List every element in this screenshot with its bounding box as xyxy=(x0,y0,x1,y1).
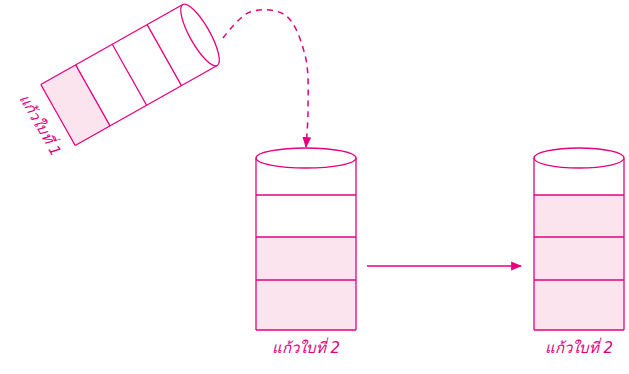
level-line xyxy=(76,65,110,126)
level-line xyxy=(112,44,146,105)
glass-drawing xyxy=(255,145,357,335)
glass-side xyxy=(355,158,356,330)
liquid-fill xyxy=(534,195,624,330)
glass-drawing xyxy=(0,0,225,170)
flow-arrow xyxy=(367,265,521,267)
level-line xyxy=(534,236,624,237)
glass-side xyxy=(255,158,256,330)
glass-rim xyxy=(256,148,356,168)
level-line xyxy=(256,279,356,280)
level-line xyxy=(256,329,356,330)
glass-node: แก้วใบที่ 2 xyxy=(255,145,357,361)
liquid-fill xyxy=(256,237,356,330)
level-line xyxy=(534,194,624,195)
glass-label: แก้วใบที่ 2 xyxy=(272,339,340,357)
pour-arrow xyxy=(223,10,308,147)
tilted-glass xyxy=(41,0,226,145)
level-line xyxy=(256,194,356,195)
glass-node: แก้วใบที่ 1 xyxy=(0,0,225,170)
level-line xyxy=(147,25,181,86)
glass-drawing xyxy=(533,145,625,335)
level-line xyxy=(534,279,624,280)
glass-label: แก้วใบที่ 2 xyxy=(545,339,613,357)
glass-rim xyxy=(534,148,624,168)
level-line xyxy=(256,236,356,237)
glass-side xyxy=(533,158,534,330)
glass-side xyxy=(623,158,624,330)
level-line xyxy=(534,329,624,330)
glass-node: แก้วใบที่ 2 xyxy=(533,145,625,361)
glass-rim xyxy=(174,0,226,70)
